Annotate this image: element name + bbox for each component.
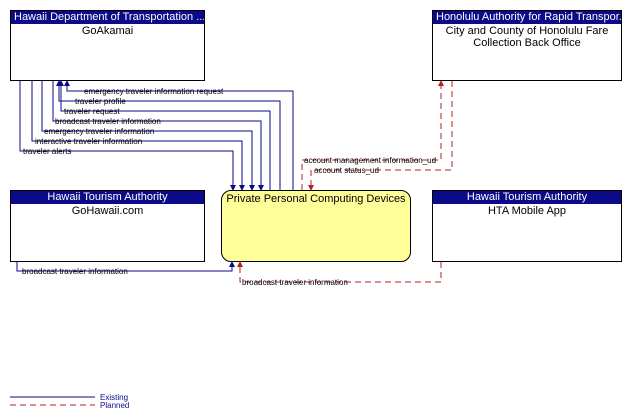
flow-account-management-information-ud[interactable]: account management information_ud [301,80,444,190]
node-goakamai-name: GoAkamai [81,25,134,37]
flow-label: emergency traveler information request [84,87,224,96]
flow-label: traveler alerts [23,147,71,156]
node-goakamai[interactable]: Hawaii Department of Transportation ... … [10,10,205,81]
flow-broadcast-traveler-information-hta[interactable]: broadcast traveler information [237,261,442,287]
flow-broadcast-traveler-information-gohawaii[interactable]: broadcast traveler information [16,261,235,276]
legend-existing-label: Existing [100,393,128,402]
flow-interactive-traveler-information[interactable]: interactive traveler information [31,81,245,191]
legend: Existing Planned [10,393,129,410]
node-hta-mobile-app-header: Hawaii Tourism Authority [433,191,621,204]
flow-label: traveler request [64,107,120,116]
flow-label: account management information_ud [304,156,436,165]
flow-emergency-traveler-information[interactable]: emergency traveler information [41,81,255,191]
node-private-personal-computing-name: Private Personal Computing Devices [226,193,406,205]
node-gohawaii-header: Hawaii Tourism Authority [11,191,204,204]
flow-emergency-traveler-information-request[interactable]: emergency traveler information request [64,80,294,190]
legend-planned-label: Planned [100,401,129,410]
node-honolulu-fare-name: City and County of Honolulu Fare Collect… [445,25,609,49]
flow-label: broadcast traveler information [55,117,161,126]
flow-broadcast-traveler-information-1[interactable]: broadcast traveler information [52,81,264,191]
flow-traveler-profile[interactable]: traveler profile [56,80,281,190]
node-honolulu-fare-header: Honolulu Authority for Rapid Transpor... [433,11,621,24]
flow-label: broadcast traveler information [242,278,348,287]
node-hta-mobile-app-name: HTA Mobile App [487,205,567,217]
node-hta-mobile-app[interactable]: Hawaii Tourism Authority HTA Mobile App [432,190,622,262]
node-honolulu-fare[interactable]: Honolulu Authority for Rapid Transpor...… [432,10,622,81]
flow-traveler-request[interactable]: traveler request [58,80,271,190]
node-gohawaii-name: GoHawaii.com [71,205,144,217]
node-private-personal-computing[interactable]: Private Personal Computing Devices [221,190,411,262]
flow-label: broadcast traveler information [22,267,128,276]
flow-label: interactive traveler information [35,137,142,146]
flow-label: account status_ud [314,166,379,175]
flow-label: emergency traveler information [44,127,154,136]
node-gohawaii[interactable]: Hawaii Tourism Authority GoHawaii.com [10,190,205,262]
flow-account-status-ud[interactable]: account status_ud [308,81,453,191]
flow-traveler-alerts[interactable]: traveler alerts [19,81,236,191]
flow-label: traveler profile [75,97,126,106]
node-goakamai-header: Hawaii Department of Transportation ... [11,11,204,24]
